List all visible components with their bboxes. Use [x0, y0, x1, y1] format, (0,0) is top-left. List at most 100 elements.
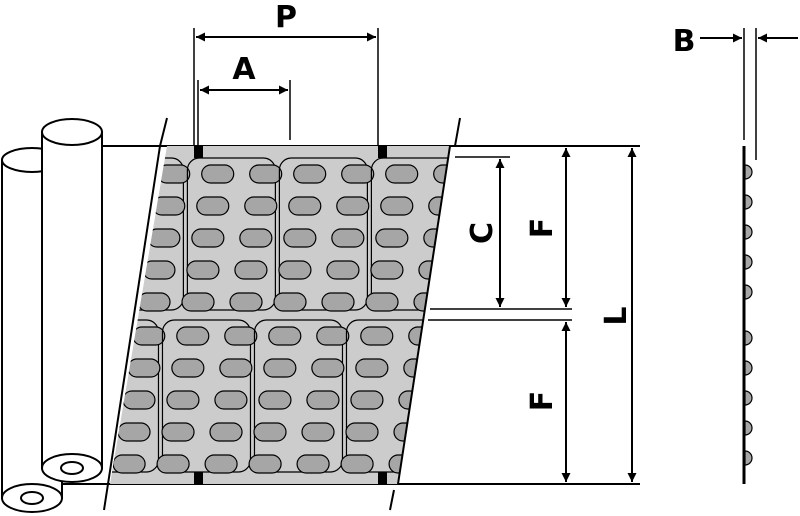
label-l: L — [599, 306, 634, 325]
dimple-cell — [263, 358, 297, 378]
dimension-c: C — [465, 159, 505, 307]
dimple-cell — [311, 358, 345, 378]
dimple-cell — [316, 326, 350, 346]
dimple-cell — [156, 454, 190, 474]
dimple-cell — [288, 196, 322, 216]
dimple-cell — [393, 422, 427, 442]
dimple-cell — [234, 260, 268, 280]
dimple-cell — [186, 260, 220, 280]
dimple-cell — [142, 260, 176, 280]
dimple-cell — [370, 260, 404, 280]
dimple-cell — [423, 228, 450, 248]
dimple-cell — [224, 326, 258, 346]
dimple-cell — [110, 196, 138, 216]
roll-front — [41, 118, 103, 483]
dimension-p: P — [193, 0, 379, 146]
dimple-cell — [147, 228, 181, 248]
dimple-cell — [336, 196, 370, 216]
dimple-cell — [248, 454, 282, 474]
dimple-cell — [398, 390, 432, 410]
module-outline — [186, 157, 276, 311]
dimple-cell — [219, 358, 253, 378]
dimple-cell — [201, 164, 235, 184]
module-outline — [253, 319, 344, 473]
dimple-cell — [152, 196, 186, 216]
dimple-cell — [278, 260, 312, 280]
profile-stud — [744, 450, 753, 466]
dimple-cell — [229, 292, 263, 312]
dimple-cell — [321, 292, 355, 312]
dimple-cell — [408, 326, 442, 346]
dimple-cell — [403, 358, 437, 378]
dimple-cell — [166, 390, 200, 410]
module-outline — [370, 157, 450, 311]
dimple-cell — [258, 390, 292, 410]
dimple-cell — [112, 454, 146, 474]
profile-stud — [744, 164, 753, 180]
dimple-cell — [214, 390, 248, 410]
dimple-cell — [350, 390, 384, 410]
dimple-cell — [273, 292, 307, 312]
dimple-cell — [181, 292, 215, 312]
profile-stud — [744, 254, 753, 270]
dimple-cell — [340, 454, 374, 474]
profile-stud — [744, 330, 753, 346]
dimple-cell — [301, 422, 335, 442]
dimple-cell — [385, 164, 419, 184]
dimple-cell — [122, 390, 156, 410]
dimple-cell — [110, 228, 133, 248]
dimension-f-top: F — [525, 148, 571, 307]
dimple-cell — [296, 454, 330, 474]
label-b: B — [673, 24, 696, 59]
profile-stud — [744, 284, 753, 300]
dimple-cell — [110, 164, 143, 184]
dimple-cell — [375, 228, 409, 248]
dimple-cell — [196, 196, 230, 216]
dimple-cell — [253, 422, 287, 442]
dimple-cell — [418, 260, 450, 280]
dimple-cell — [331, 228, 365, 248]
dimple-cell — [306, 390, 340, 410]
profile-stud — [744, 390, 753, 406]
dimple-cell — [176, 326, 210, 346]
dimple-cell — [355, 358, 389, 378]
profile-studs — [744, 164, 753, 466]
dimple-cell — [171, 358, 205, 378]
dimple-cell — [117, 422, 151, 442]
dimple-cell — [345, 422, 379, 442]
dimple-cell — [157, 164, 191, 184]
module-outline — [161, 319, 252, 473]
dimple-cell — [209, 422, 243, 442]
dimple-cell — [161, 422, 195, 442]
registration-marks — [194, 146, 387, 484]
dimple-cell — [388, 454, 422, 474]
dimple-cell — [244, 196, 278, 216]
dimension-l: L — [599, 148, 637, 482]
dimension-f-bottom: F — [525, 322, 571, 482]
profile-stud — [744, 360, 753, 376]
dimension-a: A — [197, 52, 291, 146]
dimple-cell — [293, 164, 327, 184]
profile-stud — [744, 420, 753, 436]
dimple-cell — [360, 326, 394, 346]
dimple-cell — [433, 164, 450, 184]
label-a: A — [232, 52, 256, 87]
dimple-cell — [268, 326, 302, 346]
dimple-cell — [204, 454, 238, 474]
label-p: P — [275, 0, 297, 35]
side-profile: B — [673, 24, 798, 484]
dimple-cell — [428, 196, 450, 216]
dimple-cell — [380, 196, 414, 216]
profile-stud — [744, 224, 753, 240]
dimple-cell — [132, 326, 166, 346]
dimple-cell — [191, 228, 225, 248]
label-c: C — [465, 222, 500, 244]
label-f-top: F — [525, 218, 560, 239]
dimple-cell — [239, 228, 273, 248]
dimple-cell — [365, 292, 399, 312]
dimple-cell — [283, 228, 317, 248]
dimple-cell — [137, 292, 171, 312]
dimple-cell — [326, 260, 360, 280]
profile-stud — [744, 194, 753, 210]
